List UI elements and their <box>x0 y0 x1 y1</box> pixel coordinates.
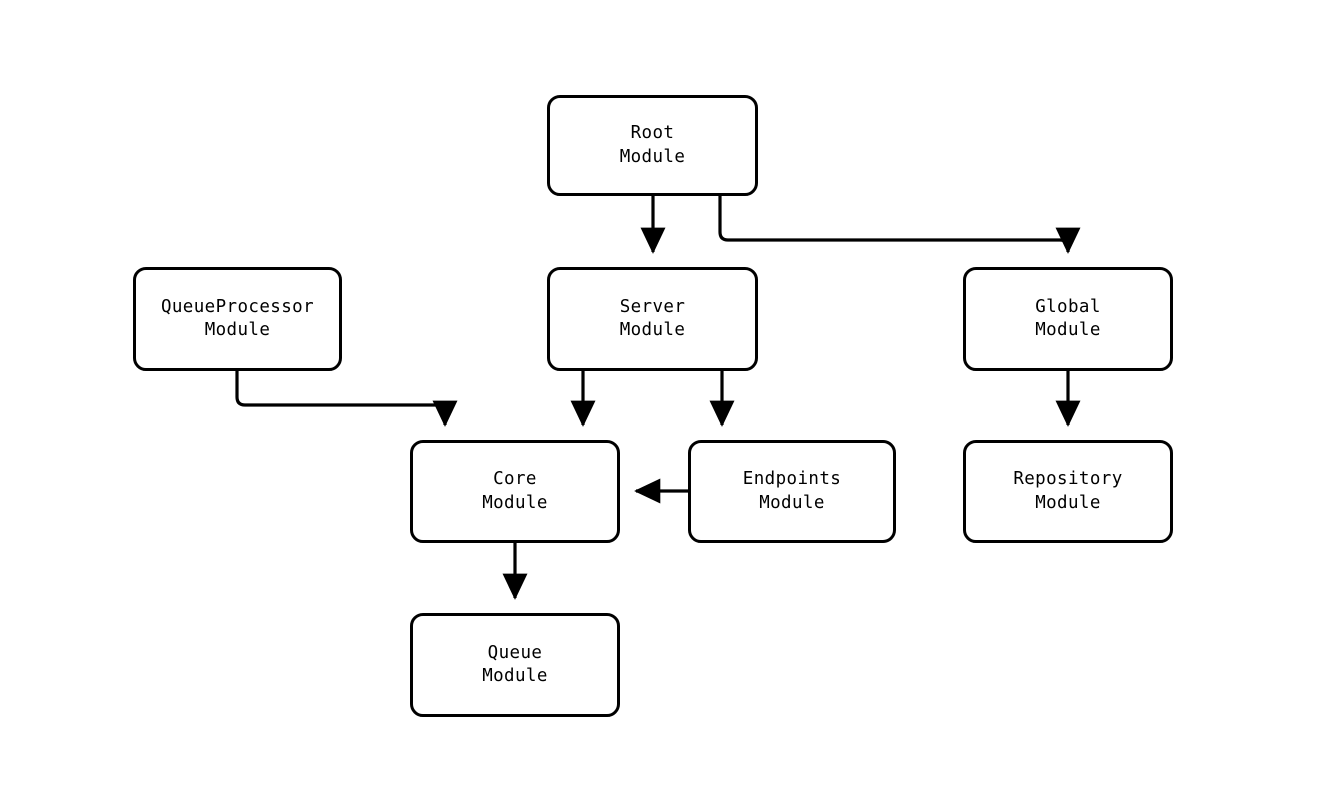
node-endpoints-module-line1: Endpoints <box>742 469 842 490</box>
edge-queueprocessor-to-core <box>235 371 458 427</box>
node-endpoints-module[interactable]: Endpoints Module <box>688 440 896 543</box>
node-endpoints-module-line2: Module <box>759 492 825 513</box>
node-global-module-line2: Module <box>1035 320 1101 340</box>
node-root-module-line2: Module <box>619 146 686 167</box>
node-queue-module-line1: Queue <box>487 642 543 663</box>
node-queueprocessor-module[interactable]: QueueProcessor Module <box>133 267 342 371</box>
node-server-module[interactable]: Server Module <box>547 267 758 371</box>
node-server-module-line1: Server <box>619 296 686 317</box>
node-queueprocessor-module-line2: Module <box>204 320 271 340</box>
node-core-module[interactable]: Core Module <box>410 440 620 543</box>
node-queueprocessor-module-line1: QueueProcessor <box>160 296 315 317</box>
node-core-module-line1: Core <box>493 469 537 490</box>
node-queue-module-line2: Module <box>482 666 548 686</box>
node-repository-module[interactable]: Repository Module <box>963 440 1173 543</box>
node-global-module-line1: Global <box>1035 296 1101 317</box>
node-core-module-line2: Module <box>482 492 548 513</box>
node-repository-module-line2: Module <box>1035 492 1101 513</box>
node-root-module[interactable]: Root Module <box>547 95 758 196</box>
node-root-module-line1: Root <box>630 123 675 144</box>
node-server-module-line2: Module <box>619 320 686 340</box>
edge-root-to-global <box>718 196 1081 254</box>
node-queue-module[interactable]: Queue Module <box>410 613 620 717</box>
node-global-module[interactable]: Global Module <box>963 267 1173 371</box>
node-repository-module-line1: Repository <box>1013 469 1123 490</box>
